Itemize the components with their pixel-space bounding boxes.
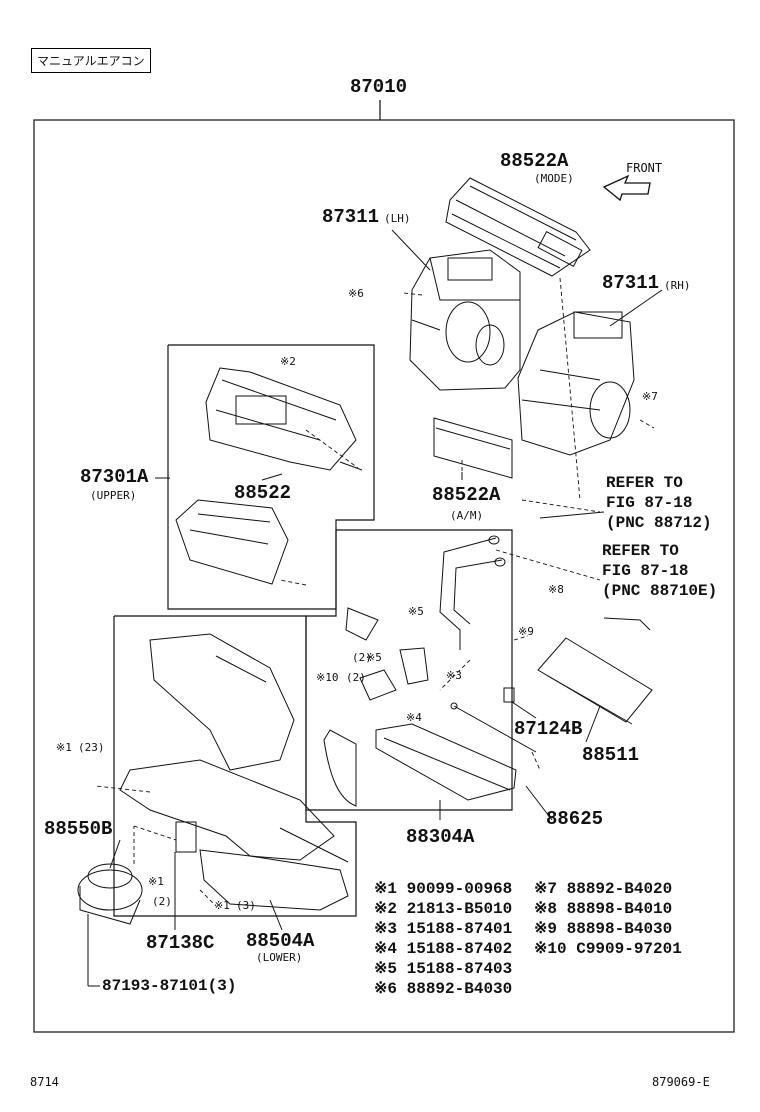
legend-1: ※1 90099-00968 [374,880,513,898]
callout-88522: 88522 [234,482,292,504]
mark-2: ※2 [280,355,296,368]
legend-7: ※7 88892-B4020 [534,880,673,898]
legend-2: ※2 21813-B5010 [374,900,513,918]
callout-87311-rh-sub: (RH) [664,279,691,292]
refer1-line2: FIG 87-18 [606,494,693,512]
mark-1c-qty: (3) [236,899,256,912]
legend-3: ※3 15188-87401 [374,920,513,938]
refer2-line2: FIG 87-18 [602,562,689,580]
part-87124B [503,687,515,703]
mark-5b-qty: (2) [352,651,372,664]
mark-6: ※6 [348,287,364,300]
callout-87124B: 87124B [514,718,583,740]
legend-8: ※8 88898-B4010 [534,900,673,918]
mark-1c: ※1 [214,899,230,912]
callout-88504A: 88504A [246,930,315,952]
part-87301A-upper [205,367,363,471]
guide-lines-lower [95,785,215,905]
callout-88625: 88625 [546,808,604,830]
callout-87301A: 87301A [80,466,149,488]
part-87311-lh [409,249,521,391]
mark-5a: ※5 [408,605,424,618]
refer1-line3: (PNC 88712) [606,514,712,532]
part-88522 [175,499,289,585]
callout-87311-rh: 87311 [602,272,660,294]
main-part-number: 87010 [350,76,408,98]
part-pipes [439,535,506,650]
mark-10-qty: (2) [346,671,366,684]
front-arrow [602,174,651,202]
callout-88504A-sub: (LOWER) [256,951,303,964]
mark-7: ※7 [642,390,658,403]
mark-10: ※10 [316,671,339,684]
legend-4: ※4 15188-87402 [374,940,513,958]
guide-lines-upper [279,277,655,586]
part-88504A-lower [119,633,349,911]
refer2-line1: REFER TO [602,542,679,560]
box-upper [167,344,375,610]
leaders [87,229,663,987]
part-87311-rh [517,311,635,456]
part-duct-seals [323,607,429,807]
callout-88522A-mode: 88522A [500,150,569,172]
mark-8: ※8 [548,583,564,596]
callout-88550B: 88550B [44,818,113,840]
part-88625 [450,702,537,753]
callout-87138C: 87138C [146,932,215,954]
legend-10: ※10 C9909-97201 [534,940,682,958]
footer-left: 8714 [30,1075,59,1089]
mark-9: ※9 [518,625,534,638]
callout-88522A-am-sub: (A/M) [450,509,484,522]
legend-9: ※9 88898-B4030 [534,920,673,938]
header-tag: マニュアルエアコン [31,48,151,73]
guide-lines-heater [439,635,541,771]
callout-87311-lh-sub: (LH) [384,212,411,225]
box-lower [113,615,357,917]
callout-88522A-mode-sub: (MODE) [534,172,574,185]
mark-3: ※3 [446,669,462,682]
part-88550B [77,863,143,925]
mark-4: ※4 [406,711,422,724]
mark-1a: ※1 [56,741,72,754]
front-label: FRONT [626,161,663,175]
legend-6: ※6 88892-B4030 [374,980,513,998]
footer-right: 879069-E [652,1075,710,1089]
callout-bolt: 87193-87101(3) [102,977,237,995]
box-heater [305,529,513,811]
legend-5: ※5 15188-87403 [374,960,513,978]
main-frame [33,119,735,1033]
mark-5b: ※5 [366,651,382,664]
refer2-line3: (PNC 88710E) [602,582,718,600]
refer1-line1: REFER TO [606,474,683,492]
part-88304A [375,723,517,801]
callout-88304A: 88304A [406,826,475,848]
mark-1a-qty: (23) [78,741,105,754]
part-88511 [537,617,653,725]
part-88522A-am [433,417,513,479]
part-88522A-mode [445,177,591,277]
mark-1b: ※1 [148,875,164,888]
callout-87311-lh: 87311 [322,206,380,228]
callout-87301A-sub: (UPPER) [90,489,137,502]
callout-88511: 88511 [582,744,640,766]
mark-1b-qty: (2) [152,895,172,908]
part-87138C [175,821,197,853]
callout-88522A-am: 88522A [432,484,501,506]
